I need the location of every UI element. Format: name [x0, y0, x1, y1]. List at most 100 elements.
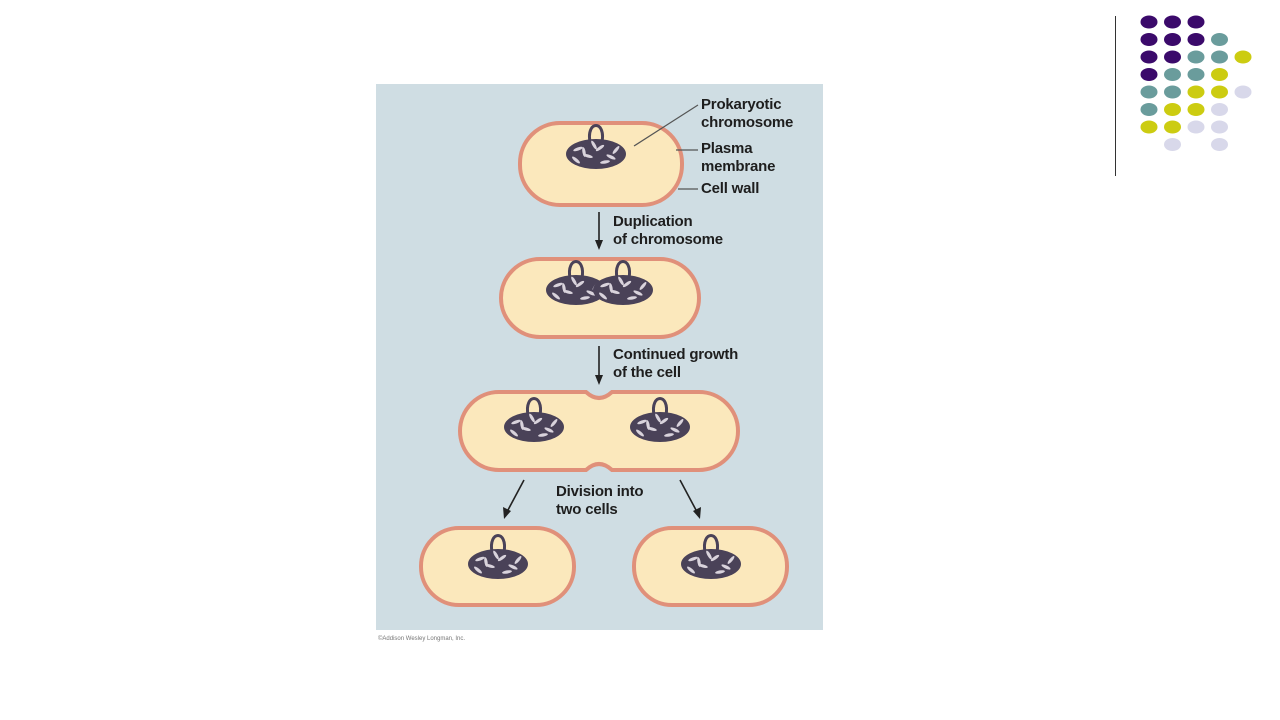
chromosome-3a — [504, 397, 564, 442]
decor-dot — [1164, 85, 1181, 99]
decor-dot — [1211, 33, 1228, 46]
decor-dot — [1187, 68, 1205, 81]
chromosome-strand — [710, 554, 720, 562]
decor-dot — [1234, 50, 1252, 64]
decor-dot — [1187, 50, 1205, 64]
chromosome-loop — [587, 124, 605, 143]
chromosome-strand — [600, 160, 610, 164]
chromosome-body — [468, 549, 528, 579]
chromosome-strand — [544, 427, 554, 433]
decor-dot — [1234, 85, 1252, 99]
label-chromosome-line1: Prokaryotic — [701, 96, 782, 113]
chromosome-strand — [655, 413, 661, 423]
chromosome-strand — [727, 556, 735, 564]
label-continued-growth: Continued growth of the cell — [613, 346, 738, 382]
label-step3-line1: Division into — [556, 483, 644, 500]
decor-dot — [1211, 85, 1228, 99]
daughter-cell-left — [419, 526, 576, 607]
chromosome-strand — [721, 564, 731, 570]
chromosome-strand — [639, 282, 647, 290]
decor-dot — [1140, 85, 1158, 99]
chromosome-loop — [651, 397, 669, 416]
decor-dot — [1164, 15, 1181, 29]
decor-dot — [1140, 33, 1158, 46]
label-prokaryotic-chromosome: Prokaryotic chromosome — [701, 96, 793, 132]
chromosome-2b — [593, 260, 653, 305]
label-division: Division into two cells — [556, 483, 644, 519]
chromosome-strand — [553, 282, 563, 288]
chromosome-strand — [633, 290, 643, 296]
decor-dot — [1187, 103, 1205, 116]
chromosome-strand — [497, 554, 507, 562]
decor-dot — [1187, 15, 1205, 29]
label-step1-line1: Duplication — [613, 213, 693, 230]
chromosome-pointer-line — [633, 104, 699, 147]
chromosome-strand — [676, 419, 684, 427]
label-step1-line2: of chromosome — [613, 231, 723, 248]
decor-dot — [1211, 103, 1228, 116]
chromosome-strand — [688, 556, 698, 562]
decor-dot — [1140, 68, 1158, 81]
chromosome-strand — [571, 276, 577, 286]
chromosome-strand — [636, 429, 644, 437]
chromosome-strand — [529, 413, 535, 423]
daughter-cell-right — [632, 526, 789, 607]
chromosome-strand — [508, 564, 518, 570]
chromosome-loop — [489, 534, 507, 553]
chromosome-strand — [609, 283, 613, 293]
chromosome-strand — [575, 280, 585, 288]
decor-dot — [1164, 33, 1181, 46]
decor-dot — [1211, 50, 1228, 64]
chromosome-1 — [566, 124, 626, 169]
decor-dot — [1187, 33, 1205, 46]
chromosome-strand — [706, 550, 712, 560]
chromosome-loop — [614, 260, 632, 279]
chromosome-strand — [627, 296, 637, 300]
arrow-growth — [595, 346, 603, 385]
chromosome-strand — [474, 566, 482, 574]
arrow-division-left — [503, 479, 525, 519]
decor-dot — [1211, 68, 1228, 81]
chromosome-strand — [687, 566, 695, 574]
chromosome-strand — [591, 140, 597, 150]
chromosome-strand — [646, 420, 650, 430]
chromosome-2a — [546, 260, 606, 305]
chromosome-strand — [484, 557, 488, 567]
chromosome-strand — [659, 417, 669, 425]
label-plasma-membrane: Plasma membrane — [701, 140, 775, 176]
decor-dot — [1140, 50, 1158, 64]
cell-stage-3 — [458, 390, 740, 472]
label-duplication: Duplication of chromosome — [613, 213, 723, 249]
label-step3-line2: two cells — [556, 501, 618, 518]
decor-dot — [1164, 120, 1181, 134]
label-step2-line1: Continued growth — [613, 346, 739, 363]
cell-3-wall — [458, 390, 740, 472]
chromosome-strand — [552, 292, 560, 300]
chromosome-body — [593, 275, 653, 305]
decor-dot — [1164, 103, 1181, 116]
chromosome-strand — [637, 419, 647, 425]
decor-dot — [1164, 50, 1181, 64]
chromosome-strand — [600, 282, 610, 288]
chromosome-strand — [670, 427, 680, 433]
decor-dot — [1187, 120, 1205, 134]
chromosome-body — [630, 412, 690, 442]
arrow-division-right — [679, 479, 701, 519]
label-cell-wall: Cell wall — [701, 180, 760, 197]
chromosome-strand — [612, 146, 620, 154]
decor-dot — [1140, 103, 1158, 116]
label-step2-line2: of the cell — [613, 364, 681, 381]
chromosome-strand — [715, 570, 725, 574]
chromosome-strand — [538, 433, 548, 437]
chromosome-strand — [502, 570, 512, 574]
chromosome-strand — [697, 557, 701, 567]
chromosome-body — [566, 139, 626, 169]
decor-dot — [1211, 138, 1228, 151]
chromosome-body — [546, 275, 606, 305]
chromosome-strand — [664, 433, 674, 437]
chromosome-strand — [520, 420, 524, 430]
decor-dot — [1164, 68, 1181, 81]
decor-dot — [1140, 120, 1158, 134]
decorative-dot-grid — [1140, 15, 1252, 151]
chromosome-body — [504, 412, 564, 442]
